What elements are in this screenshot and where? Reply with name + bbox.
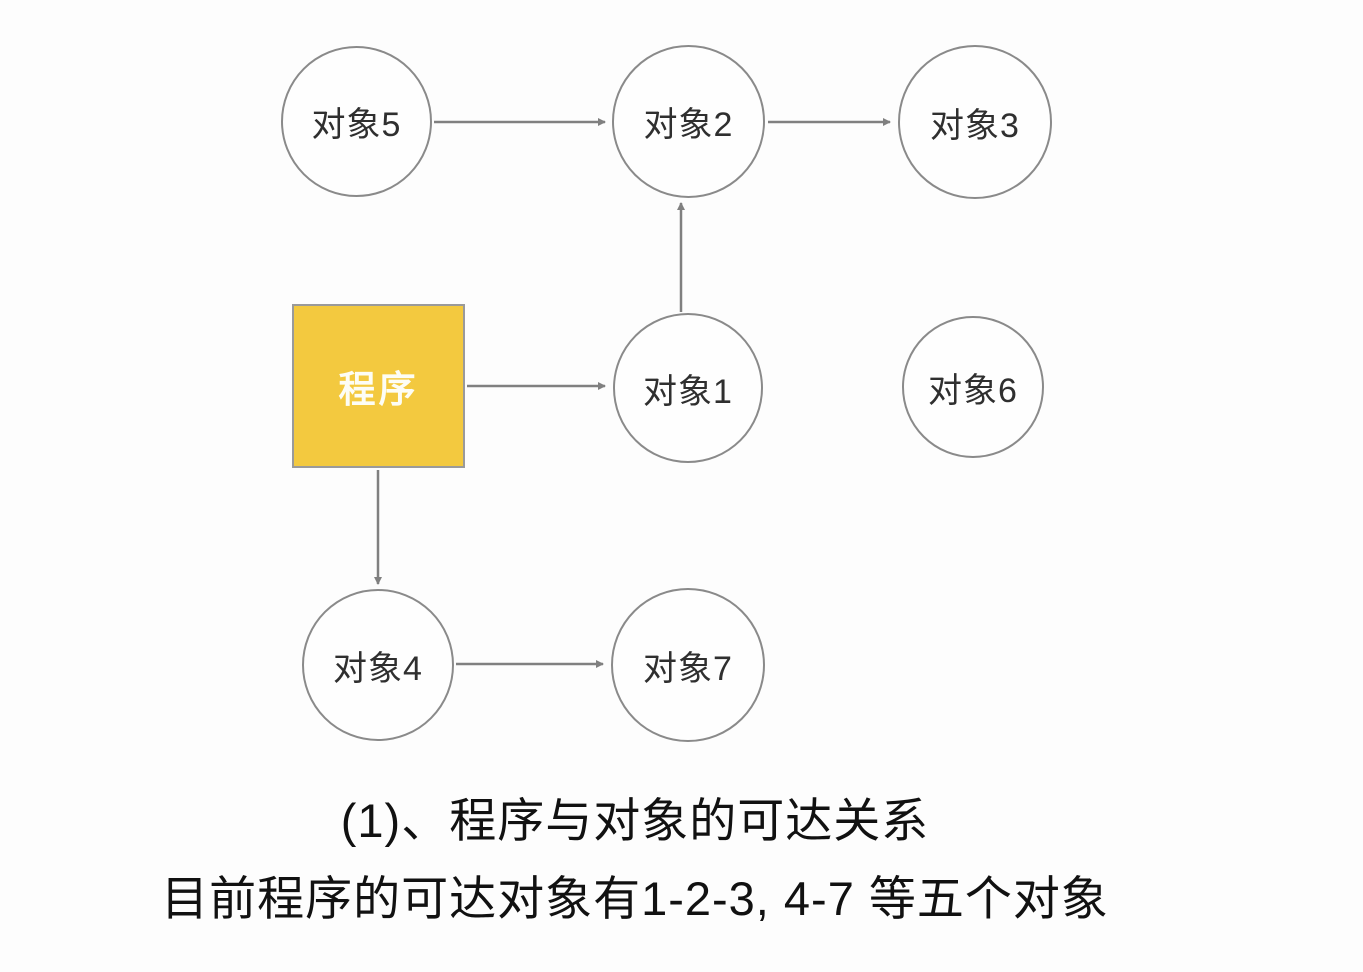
node-program-label: 程序	[338, 369, 419, 410]
node-object-3: 对象3	[898, 45, 1052, 199]
node-object-5: 对象5	[281, 46, 432, 197]
caption-line-2: 目前程序的可达对象有1-2-3, 4-7 等五个对象	[161, 872, 1109, 925]
node-object-1-label: 对象1	[643, 372, 733, 411]
node-object-3-label: 对象3	[930, 106, 1020, 145]
node-object-6-label: 对象6	[928, 371, 1018, 410]
node-object-1: 对象1	[613, 313, 763, 463]
node-object-7: 对象7	[611, 588, 765, 742]
node-object-4-label: 对象4	[333, 649, 423, 688]
node-object-2: 对象2	[612, 45, 765, 198]
node-object-5-label: 对象5	[311, 106, 402, 144]
diagram-caption: (1)、程序与对象的可达关系 目前程序的可达对象有1-2-3, 4-7 等五个对…	[0, 782, 1270, 938]
node-object-2-label: 对象2	[643, 106, 734, 144]
node-object-4: 对象4	[302, 589, 454, 741]
node-object-6: 对象6	[902, 316, 1044, 458]
caption-line-1: (1)、程序与对象的可达关系	[340, 794, 930, 847]
node-object-7-label: 对象7	[643, 649, 733, 688]
node-program: 程序	[292, 304, 465, 468]
